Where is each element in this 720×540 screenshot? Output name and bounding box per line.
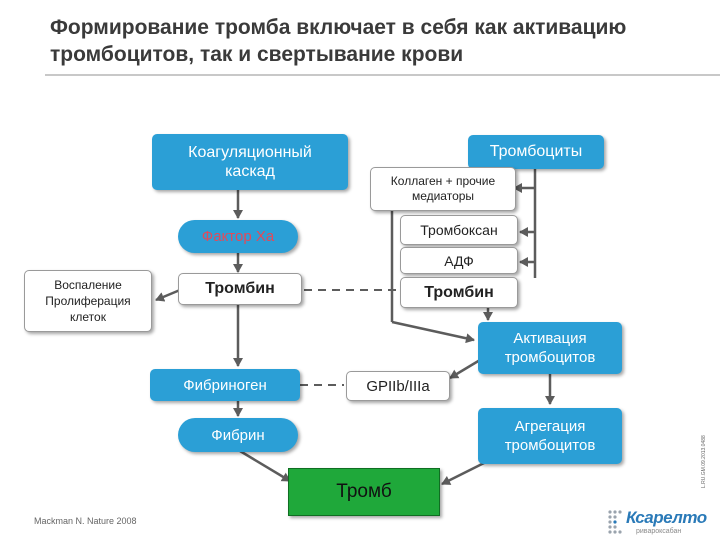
node-thrombin-right: Тромбин xyxy=(400,277,518,308)
citation: Mackman N. Nature 2008 xyxy=(34,516,137,526)
logo-mark-icon xyxy=(608,510,622,534)
arrow-thrombin-to-inflammation xyxy=(155,288,181,302)
title-divider xyxy=(45,74,720,76)
node-aggregation: Агрегация тромбоцитов xyxy=(478,408,622,464)
node-activation: Активация тромбоцитов xyxy=(478,322,622,374)
node-fibrinogen: Фибриноген xyxy=(150,369,300,401)
node-thrombin-left: Тромбин xyxy=(178,273,302,305)
logo-subtext: ривароксабан xyxy=(636,528,682,535)
page-title: Формирование тромба включает в себя как … xyxy=(50,16,627,66)
node-factor-xa: Фактор Xa xyxy=(178,220,298,253)
arrow-mediators-to-activation xyxy=(391,320,475,344)
node-fibrin: Фибрин xyxy=(178,418,298,452)
arrow-aggregation-to-thrombus xyxy=(441,458,491,486)
node-inflammation: Воспаление Пролиферация клеток xyxy=(24,270,152,332)
node-thrombus: Тромб xyxy=(288,468,440,516)
logo-text: Ксарелто xyxy=(626,508,707,527)
node-gp: GPIIb/IIIa xyxy=(346,371,450,401)
node-adp: АДФ xyxy=(400,247,518,274)
node-coag-cascade: Коагуляционный каскад xyxy=(152,134,348,190)
vertical-code: L.RU.GM.09.2013.0488 xyxy=(701,435,707,488)
arrow-activation-to-gp xyxy=(449,358,481,380)
node-collagen: Коллаген + прочие медиаторы xyxy=(370,167,516,211)
arrow-fibrin-to-thrombus xyxy=(239,449,291,483)
brand-logo: Ксарелто ривароксабан xyxy=(606,506,716,538)
node-thromboxane: Тромбоксан xyxy=(400,215,518,245)
node-platelets: Тромбоциты xyxy=(468,135,604,169)
